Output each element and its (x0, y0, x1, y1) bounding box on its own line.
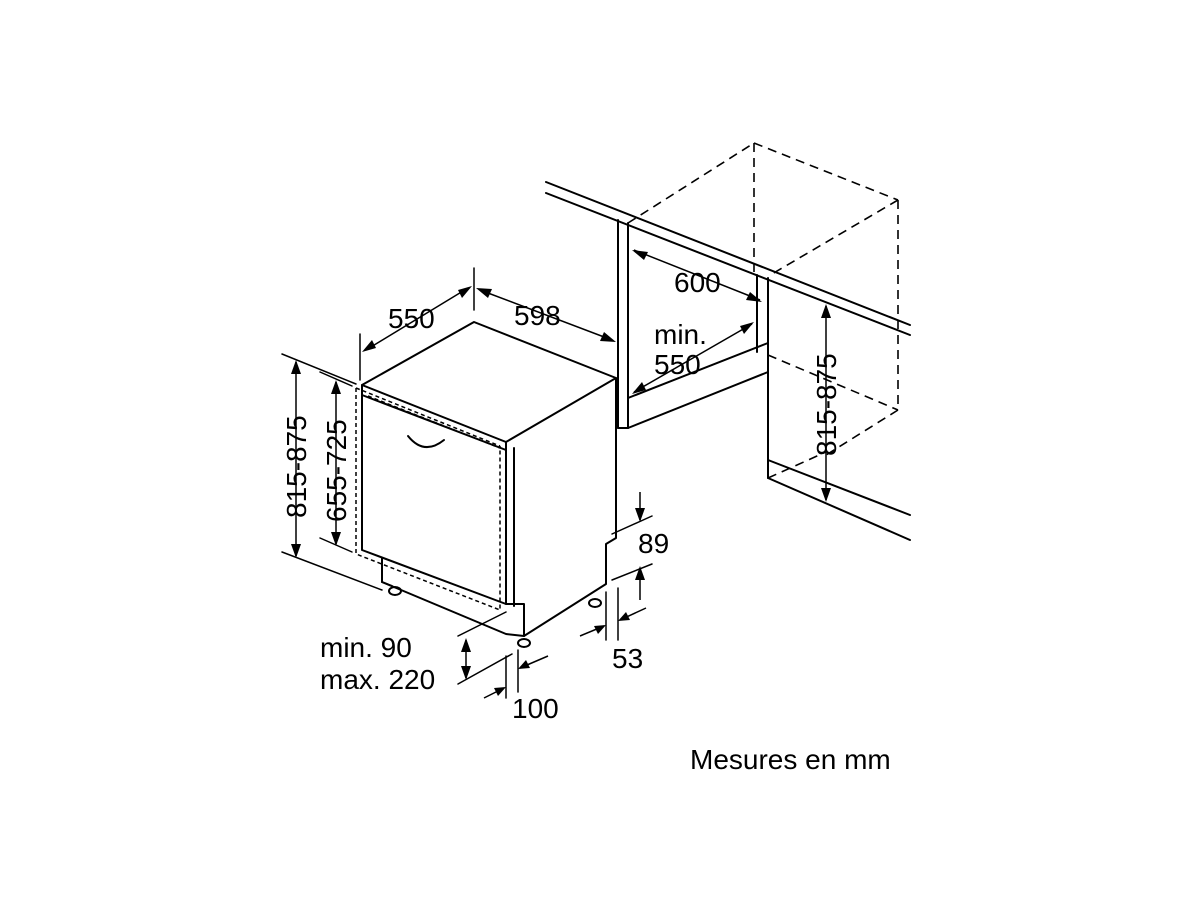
label-door-height: 655-725 (321, 419, 352, 522)
label-plinth-max: max. 220 (320, 664, 435, 695)
kitchen-niche (545, 142, 911, 541)
label-plinth-89: 89 (638, 528, 669, 559)
label-foot-offset-100: 100 (512, 693, 559, 724)
label-width-598: 598 (514, 300, 561, 331)
label-appliance-height: 815-875 (281, 415, 312, 518)
label-niche-depth-550: 550 (654, 349, 701, 380)
footnote-units: Mesures en mm (690, 744, 891, 775)
dishwasher-body (355, 321, 617, 648)
dimension-lines (281, 249, 831, 699)
label-niche-width-600: 600 (674, 267, 721, 298)
label-foot-53: 53 (612, 643, 643, 674)
label-depth-550: 550 (388, 303, 435, 334)
label-niche-depth-min: min. (654, 319, 707, 350)
label-plinth-min: min. 90 (320, 632, 412, 663)
label-niche-height: 815-875 (811, 353, 842, 456)
